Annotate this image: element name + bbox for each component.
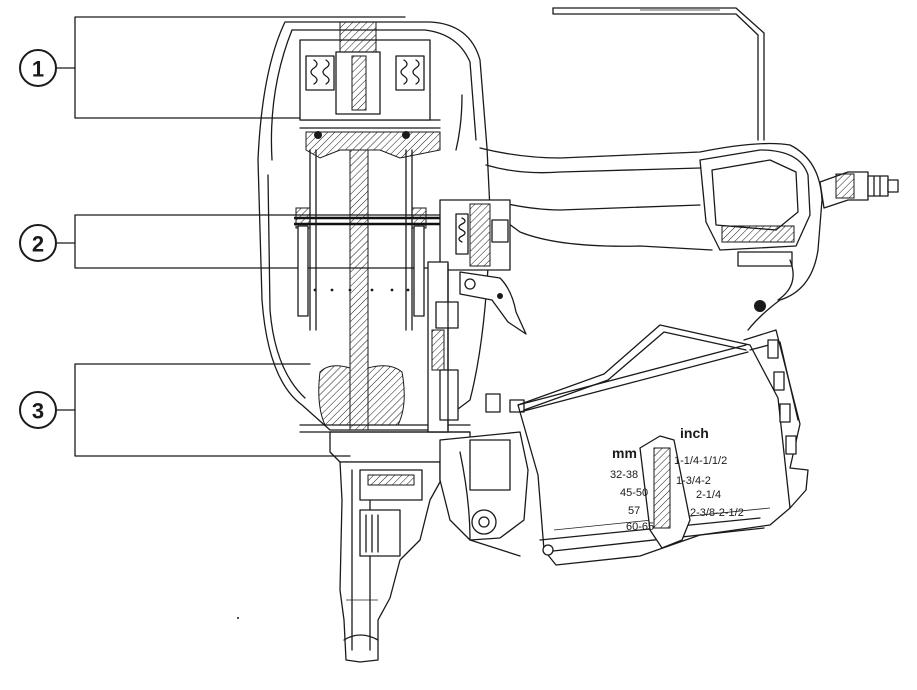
cylinder-ports	[313, 288, 410, 292]
scale-row-4-mm: 60-65	[626, 521, 654, 533]
piston-head	[305, 131, 441, 159]
scale-row-2-mm: 45-50	[620, 487, 648, 499]
belt-hook	[552, 7, 765, 141]
scale-header-mm: mm	[612, 445, 637, 461]
callout-3: 3	[19, 391, 57, 429]
callout-3-label: 3	[32, 399, 44, 424]
scale-row-3-mm: 57	[628, 505, 640, 517]
callout-2-label: 2	[32, 232, 44, 257]
callout-bracket-3	[56, 363, 351, 457]
scale-header-inch: inch	[680, 425, 709, 441]
callout-1-label: 1	[32, 57, 44, 82]
air-plug-fitting	[819, 171, 899, 209]
contact-arm-linkage	[427, 261, 459, 433]
coil-magazine	[517, 324, 809, 566]
piston-bumper	[299, 365, 471, 433]
driver-blade	[349, 149, 369, 431]
callout-1: 1	[19, 49, 57, 87]
nose-driver-guide	[329, 431, 471, 663]
magazine-scale: mm inch 32-38 1-1/4-1/1/2 45-50 1-3/4-2 …	[610, 425, 744, 533]
callout-bracket-2	[56, 214, 441, 269]
nail-length-adjuster	[639, 435, 691, 549]
scale-row-3-inch: 2-1/4	[696, 489, 721, 501]
trigger	[459, 271, 527, 335]
handle-body	[479, 142, 823, 331]
scale-row-1-mm: 32-38	[610, 469, 638, 481]
trigger-valve	[439, 199, 511, 271]
callout-bracket-1	[56, 16, 406, 119]
scale-row-4-inch: 2-3/8-2-1/2	[690, 507, 744, 519]
scale-row-1-inch: 1-1/4-1/1/2	[674, 455, 727, 467]
callout-2: 2	[19, 224, 57, 262]
nail-feeder	[439, 393, 529, 557]
head-valve-assembly	[299, 21, 431, 139]
scale-row-2-inch: 1-3/4-2	[676, 475, 711, 487]
cylinder-liner	[295, 149, 427, 331]
